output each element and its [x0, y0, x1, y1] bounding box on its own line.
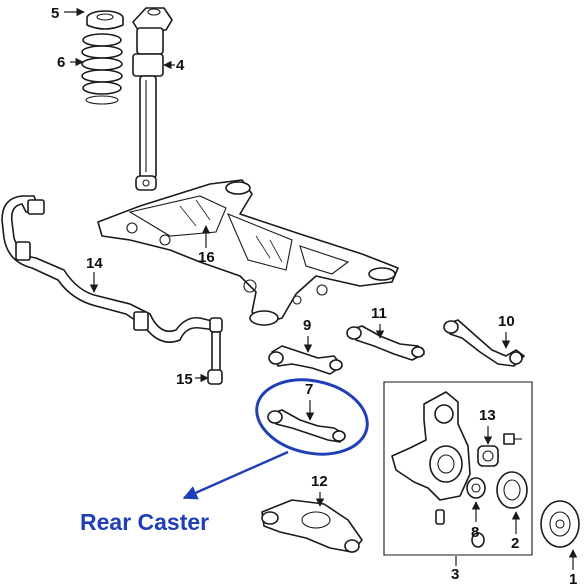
label-6: 6 — [57, 54, 84, 71]
subframe-part — [97, 179, 399, 326]
svg-text:13: 13 — [479, 407, 496, 424]
svg-text:10: 10 — [498, 313, 515, 330]
shock-absorber-part — [132, 27, 164, 191]
svg-text:11: 11 — [371, 305, 387, 322]
bushing-part — [477, 445, 499, 467]
svg-text:8: 8 — [471, 524, 479, 541]
label-1: 1 — [568, 549, 577, 587]
svg-text:12: 12 — [311, 473, 328, 490]
caster-highlight-ellipse — [255, 378, 369, 456]
stabilizer-link-part — [207, 317, 223, 385]
label-12: 12 — [311, 473, 328, 507]
control-arm-10-part — [443, 319, 525, 367]
hub-part — [540, 500, 580, 548]
rear-caster-callout: Rear Caster — [80, 378, 369, 535]
callout-label: Rear Caster — [80, 509, 209, 535]
label-11: 11 — [371, 305, 387, 339]
label-3: 3 — [451, 556, 459, 583]
spring-link-part — [261, 499, 363, 553]
knuckle-part — [391, 391, 471, 501]
control-arm-9-part — [268, 345, 343, 375]
caster-arm-part — [267, 409, 346, 443]
bushing-8-part — [466, 477, 486, 499]
svg-text:3: 3 — [451, 566, 459, 583]
label-16: 16 — [198, 225, 215, 266]
svg-text:4: 4 — [176, 57, 185, 74]
coil-spring-part — [81, 33, 123, 105]
top-mount-part — [86, 7, 173, 31]
svg-text:14: 14 — [86, 255, 103, 272]
label-5: 5 — [51, 5, 85, 22]
stabilizer-bar-part — [1, 195, 217, 343]
svg-text:1: 1 — [569, 571, 577, 587]
control-arm-11-part — [346, 325, 425, 361]
label-10: 10 — [498, 313, 515, 349]
small-hardware-part — [435, 509, 485, 548]
label-9: 9 — [303, 317, 313, 353]
label-7: 7 — [305, 381, 315, 421]
label-15: 15 — [176, 371, 209, 388]
label-14: 14 — [86, 255, 103, 293]
svg-text:7: 7 — [305, 381, 313, 398]
svg-text:9: 9 — [303, 317, 311, 334]
svg-text:6: 6 — [57, 54, 65, 71]
label-4: 4 — [163, 57, 185, 74]
label-13: 13 — [479, 407, 496, 445]
callout-arrow — [182, 450, 289, 500]
svg-text:15: 15 — [176, 371, 193, 388]
knuckle-group-box — [383, 381, 533, 556]
svg-text:16: 16 — [198, 249, 215, 266]
label-8: 8 — [471, 501, 481, 541]
svg-text:5: 5 — [51, 5, 59, 22]
label-2: 2 — [511, 511, 521, 552]
svg-text:2: 2 — [511, 535, 519, 552]
bolt-part — [503, 433, 522, 445]
wheel-bearing-part — [496, 471, 528, 509]
